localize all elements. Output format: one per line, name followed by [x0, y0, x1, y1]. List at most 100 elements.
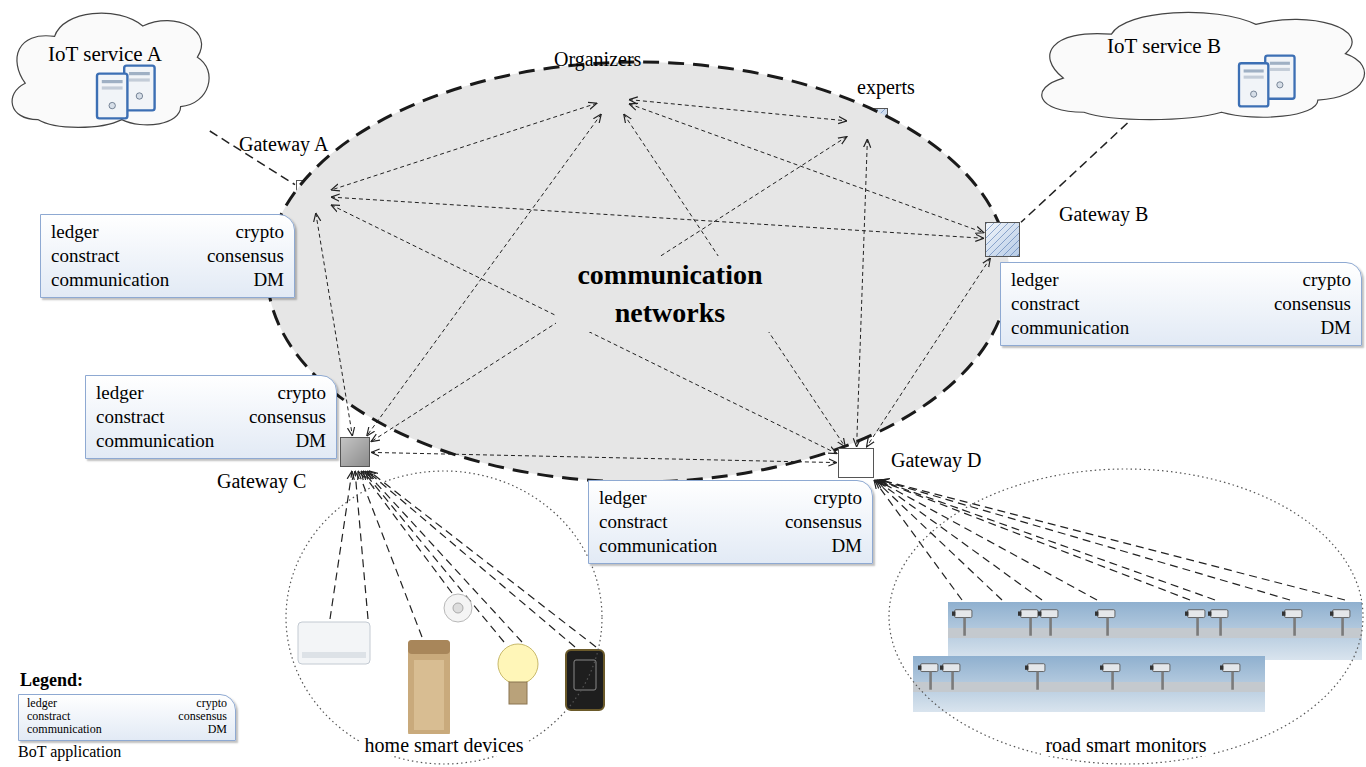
- card-reader: [574, 660, 596, 690]
- connector: [857, 139, 868, 447]
- road-monitor-photo: [1282, 610, 1302, 636]
- module-label: communication: [51, 268, 169, 292]
- service-label: IoT service B: [1107, 34, 1221, 58]
- network-outline: [267, 62, 1009, 482]
- module-label: ledger: [1011, 268, 1058, 292]
- bot-application-box: ledgercryptoconstractconsensuscommunicat…: [1000, 262, 1362, 346]
- connector: [867, 258, 991, 447]
- monitor-wires: [876, 480, 1042, 600]
- node-label: Gateway C: [217, 470, 306, 492]
- module-label: ledger: [51, 220, 98, 244]
- bot-application-box: ledgercryptoconstractconsensuscommunicat…: [85, 375, 337, 459]
- connector: [331, 197, 984, 238]
- road-monitor-photo: [1018, 610, 1038, 636]
- device-wires: [358, 471, 422, 637]
- module-label: communication: [96, 429, 214, 453]
- legend-label: BoT application: [18, 743, 121, 761]
- text-holder: Gateway D: [891, 449, 982, 472]
- node-label: Gateway A: [239, 133, 328, 155]
- connector: [629, 104, 984, 233]
- road-monitor-photo: [952, 610, 972, 636]
- node-label: Organizers: [554, 48, 641, 70]
- connector: [331, 205, 837, 454]
- road-monitor-photo: [1095, 610, 1115, 636]
- light-bulb: [498, 644, 538, 704]
- server-icon: [84, 64, 166, 120]
- text-holder: Gateway B: [1059, 203, 1148, 226]
- cloud-service: IoT service B: [1022, 0, 1366, 122]
- text-holder: road smart monitors: [888, 734, 1364, 757]
- monitor-wires: [878, 480, 1190, 600]
- legend-sample: ledgercryptoconstractconsensuscommunicat…: [18, 694, 236, 741]
- road-monitor-photo: [913, 656, 1265, 712]
- monitor-wires: [881, 480, 1345, 600]
- network-ellipse: communication networks: [265, 60, 1011, 484]
- connector: [629, 100, 847, 121]
- bot-application-box: ledger crypto constract consensus communicat…: [588, 480, 873, 564]
- road-monitor-photo: [1150, 664, 1170, 690]
- network-label: communication networks: [556, 256, 784, 332]
- device-wires: [367, 471, 575, 647]
- server-icon: [1239, 56, 1295, 107]
- node-label: Gateway B: [1059, 203, 1148, 225]
- text-holder: Organizers: [554, 48, 641, 71]
- text-holder: Gateway A: [239, 133, 328, 156]
- road-monitor-photo: [1330, 610, 1350, 636]
- device-wires: [330, 471, 596, 647]
- monitor-wires: [877, 480, 1097, 600]
- monitor-wires: [874, 480, 1345, 600]
- air-conditioner: [302, 652, 366, 658]
- legend-sample-label: communication: [27, 723, 102, 736]
- monitor-wires: [880, 480, 1290, 600]
- road-monitor-photo: [948, 628, 1362, 638]
- module-label: crypto: [277, 381, 326, 405]
- module-label: consensus: [207, 244, 284, 268]
- module-label: DM: [1320, 316, 1351, 340]
- air-conditioner: [298, 622, 370, 664]
- monitor-wires: [879, 480, 1215, 600]
- module-label: constract: [51, 244, 120, 268]
- text-holder: communication networks: [265, 60, 1011, 484]
- legend-heading: Legend:: [20, 670, 83, 690]
- connector: [1021, 123, 1128, 222]
- device-wires: [361, 471, 452, 593]
- module-label: DM: [295, 429, 326, 453]
- road-monitor-photo: [948, 602, 1362, 660]
- road-monitor-photo: [913, 682, 1265, 692]
- monitor-wires: [874, 480, 962, 600]
- road-monitor-photo: [1208, 610, 1228, 636]
- module-label: constract: [599, 510, 668, 534]
- connector: [624, 114, 846, 447]
- cloud-outline: [12, 13, 209, 127]
- module-label: ledger: [96, 381, 143, 405]
- legend-sample-label: constract: [27, 710, 70, 723]
- module-label: DM: [253, 268, 284, 292]
- module-label: communication: [1011, 316, 1129, 340]
- road-monitor-photo: [940, 664, 960, 690]
- air-purifier: [414, 660, 444, 730]
- text-holder: experts: [857, 76, 915, 99]
- module-label: ledger: [599, 486, 646, 510]
- module-label: crypto: [813, 486, 862, 510]
- group-label: road smart monitors: [1041, 734, 1210, 756]
- group-label: home smart devices: [361, 734, 528, 756]
- module-label: communication: [599, 534, 717, 558]
- text-holder: IoT service A: [0, 42, 210, 67]
- card-reader: [566, 650, 604, 710]
- cloud-outline: [1042, 12, 1365, 119]
- light-bulb: [498, 644, 538, 684]
- connector: [331, 103, 597, 190]
- gateway-square: Gateway D: [838, 448, 874, 478]
- legend-sample-label: consensus: [178, 710, 227, 723]
- text-holder: Gateway C: [217, 470, 306, 493]
- module-label: consensus: [785, 510, 862, 534]
- device-wires: [369, 471, 596, 647]
- road-monitor-photo: [1220, 664, 1240, 690]
- connector: [316, 213, 353, 436]
- service-label: IoT service A: [48, 42, 162, 66]
- card-reader: [566, 650, 604, 710]
- road-monitor-photo: [913, 656, 1265, 712]
- legend-entry: BoT application: [18, 743, 121, 761]
- server-icon: [97, 66, 155, 119]
